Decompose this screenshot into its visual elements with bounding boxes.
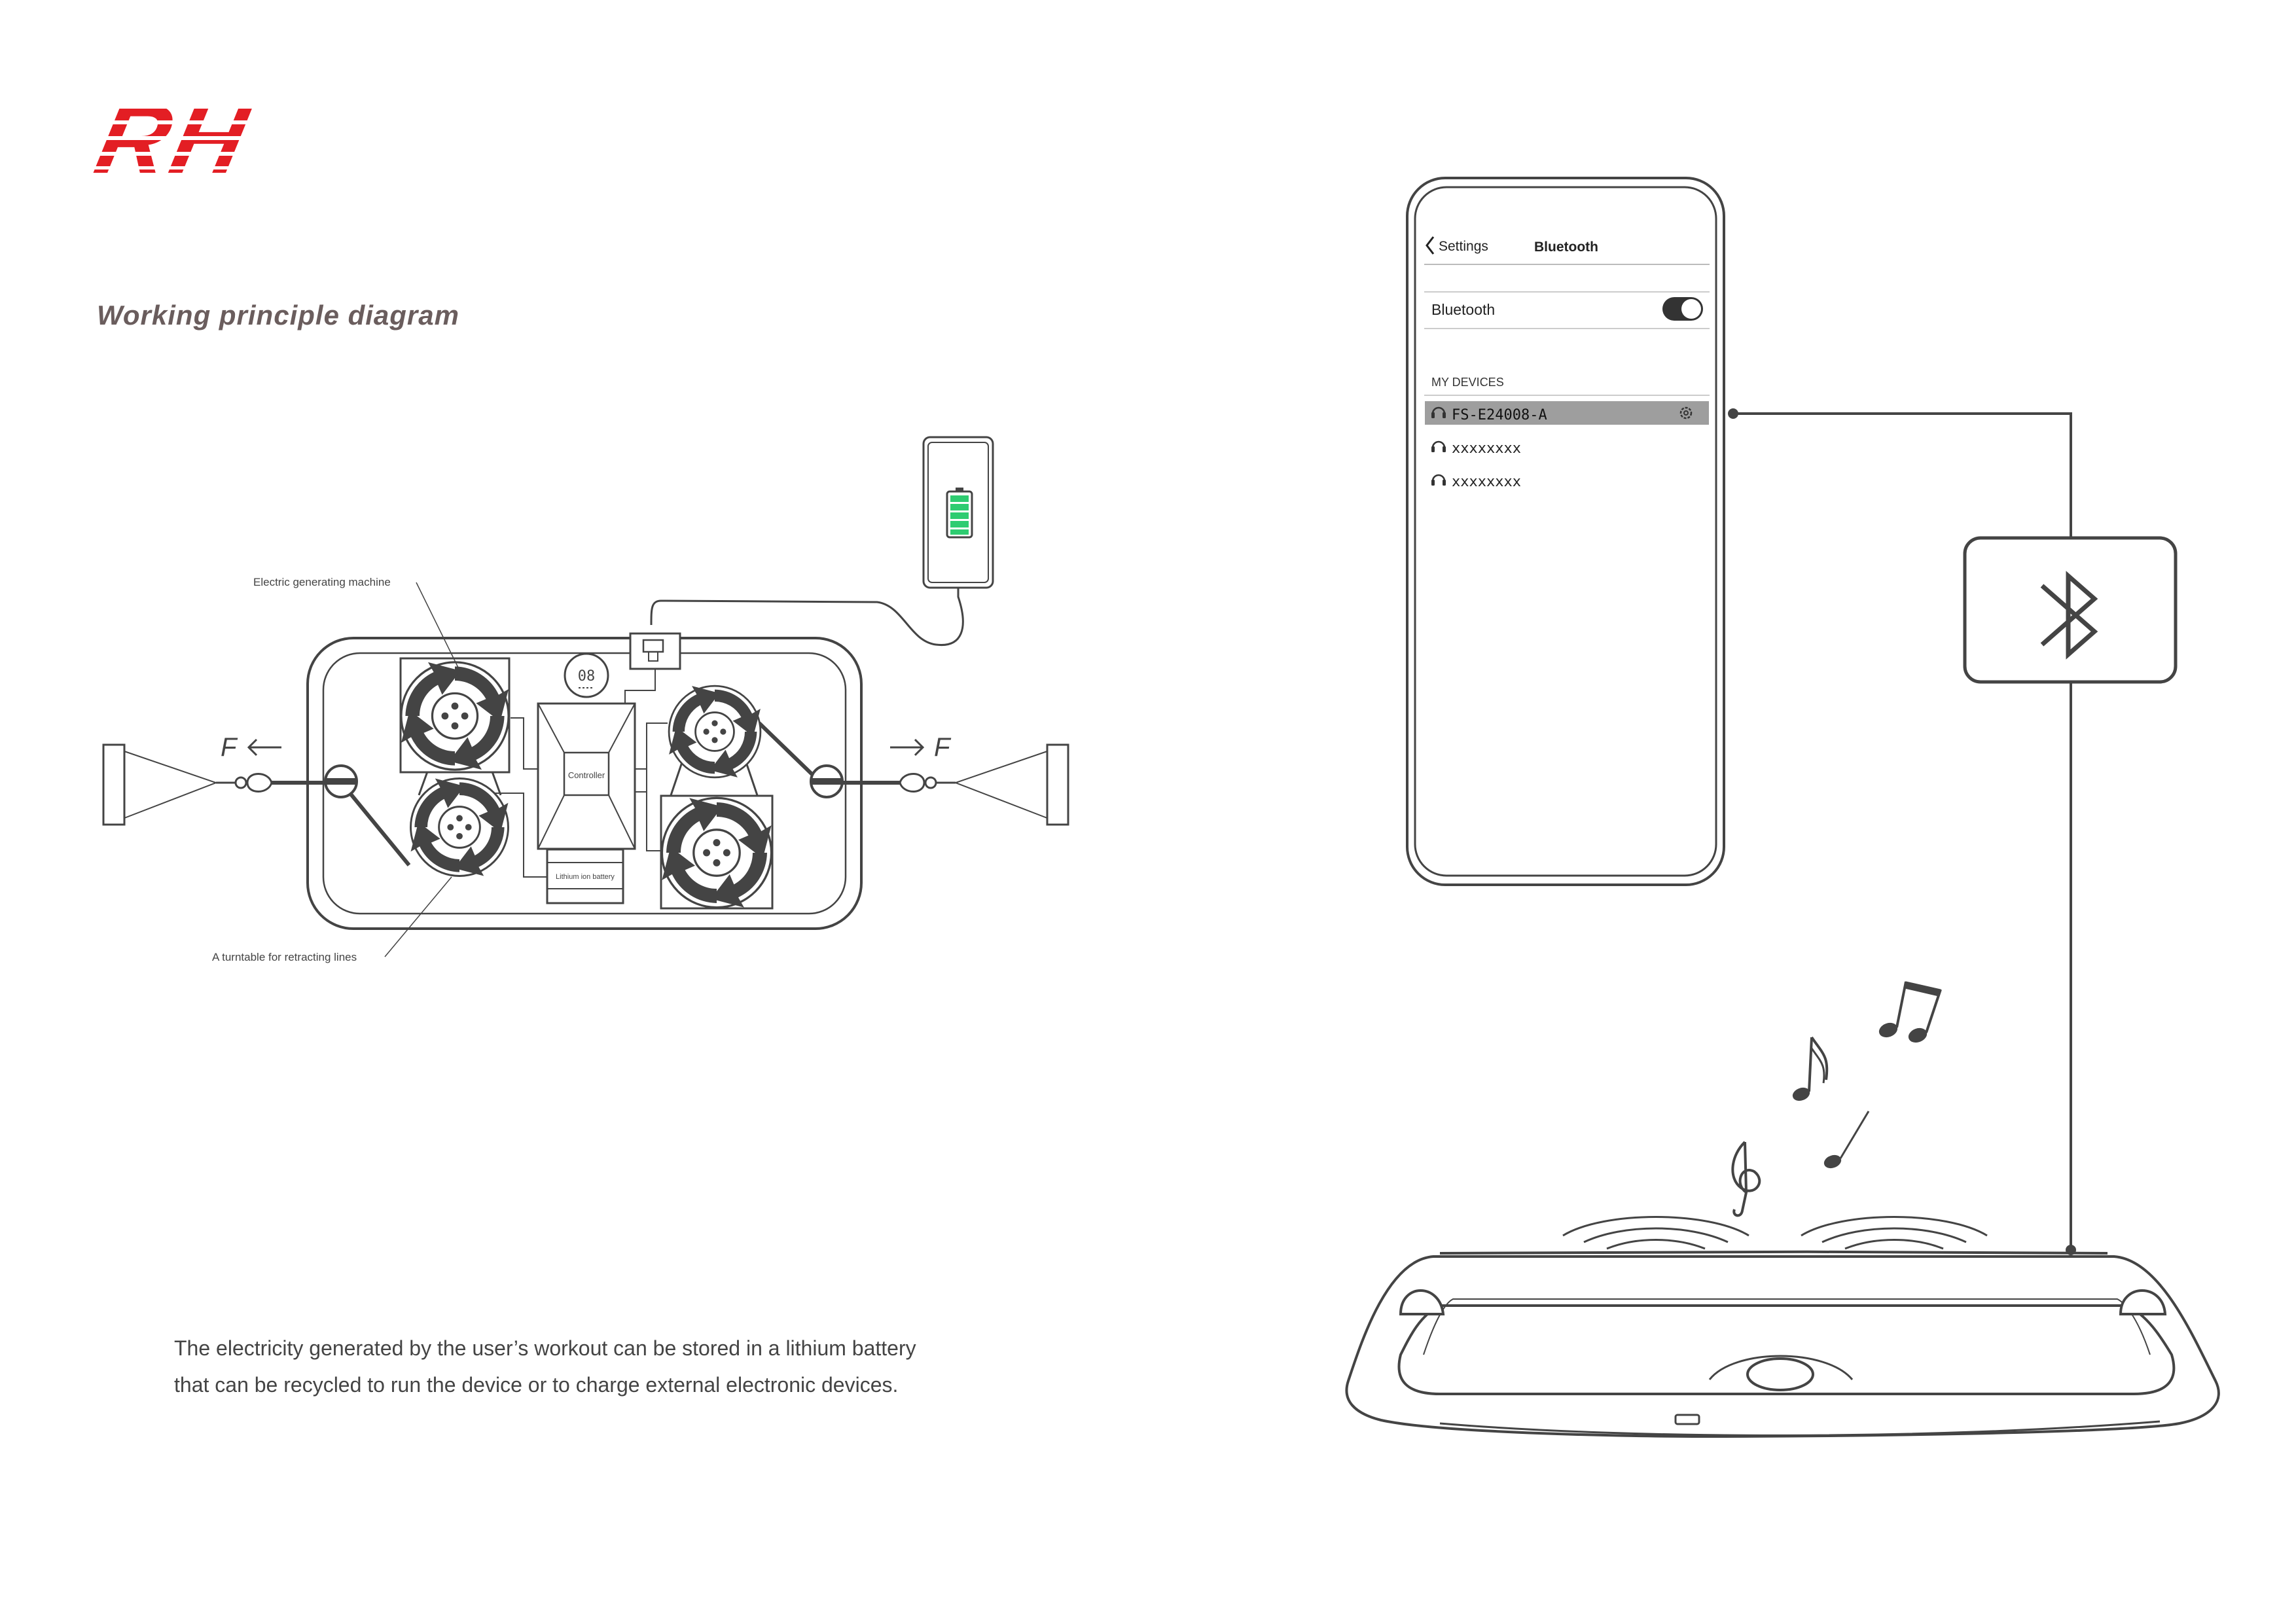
left-pulley-dome <box>1399 1289 1445 1315</box>
device-row[interactable]: xxxxxxxx <box>1430 474 1521 490</box>
generator-callout-line <box>416 582 459 668</box>
logo-stripes <box>85 105 321 169</box>
my-devices-header: MY DEVICES <box>1431 376 1504 389</box>
right-handle <box>842 743 1069 826</box>
charging-cable <box>650 588 964 647</box>
controller-block: Controller <box>537 702 636 850</box>
force-right-label: F <box>934 733 952 762</box>
top-left-generator-rotor <box>400 661 510 771</box>
charging-phone <box>922 436 994 589</box>
caption-line-2: that can be recycled to run the device o… <box>174 1373 899 1397</box>
top-right-turntable <box>668 685 762 779</box>
music-notes-icon <box>1731 981 1942 1217</box>
controller-label: Controller <box>568 770 605 780</box>
left-pulley <box>324 764 358 798</box>
usb-wire <box>624 669 656 704</box>
bluetooth-connection-line <box>1728 408 2076 1255</box>
force-left-arrow <box>247 738 281 757</box>
bluetooth-screen-title: Bluetooth <box>1534 240 1598 255</box>
smartphone <box>1406 177 1725 886</box>
device-name: FS-E24008-A <box>1452 407 1547 423</box>
force-left-label: F <box>221 733 238 762</box>
usb-port <box>629 632 681 670</box>
bluetooth-icon-box <box>1963 536 2178 684</box>
display-readout: 08 <box>578 668 596 685</box>
wiring <box>488 717 668 878</box>
chevron-left-icon <box>1426 236 1435 255</box>
battery-icon <box>946 488 973 539</box>
device-row-selected[interactable]: FS-E24008-A <box>1425 401 1709 425</box>
bluetooth-icon <box>2040 571 2098 660</box>
fitness-device-product <box>1345 1250 2220 1438</box>
battery-label: Lithium ion battery <box>556 873 615 881</box>
charging-port <box>1674 1414 1700 1425</box>
bluetooth-toggle-label: Bluetooth <box>1431 301 1495 318</box>
bottom-right-generator-rotor <box>660 796 773 909</box>
section-title: Working principle diagram <box>97 300 459 330</box>
bottom-left-turntable <box>410 777 509 877</box>
generator-callout-label: Electric generating machine <box>253 576 391 588</box>
right-pulley <box>810 764 844 798</box>
settings-back-button[interactable]: Settings <box>1426 236 1488 255</box>
description-caption: The electricity generated by the user’s … <box>174 1330 1090 1403</box>
right-pulley-dome <box>2119 1289 2167 1315</box>
turntable-callout-label: A turntable for retracting lines <box>212 951 357 963</box>
device-row[interactable]: xxxxxxxx <box>1430 440 1521 457</box>
left-handle <box>102 743 325 826</box>
caption-line-1: The electricity generated by the user’s … <box>174 1336 916 1360</box>
sound-waves <box>1562 1216 1988 1250</box>
bluetooth-toggle[interactable] <box>1662 297 1703 321</box>
device-name: xxxxxxxx <box>1452 474 1521 490</box>
back-label: Settings <box>1439 239 1488 254</box>
center-knob <box>1746 1357 1814 1391</box>
gear-icon <box>1679 406 1693 419</box>
brand-logo: RH <box>85 92 321 180</box>
turntable-callout-line <box>384 876 452 957</box>
force-right-arrow <box>890 738 925 757</box>
lithium-battery: Lithium ion battery <box>546 848 624 904</box>
digital-display: 08 <box>564 652 609 698</box>
cables <box>338 721 821 866</box>
device-name: xxxxxxxx <box>1452 440 1521 457</box>
